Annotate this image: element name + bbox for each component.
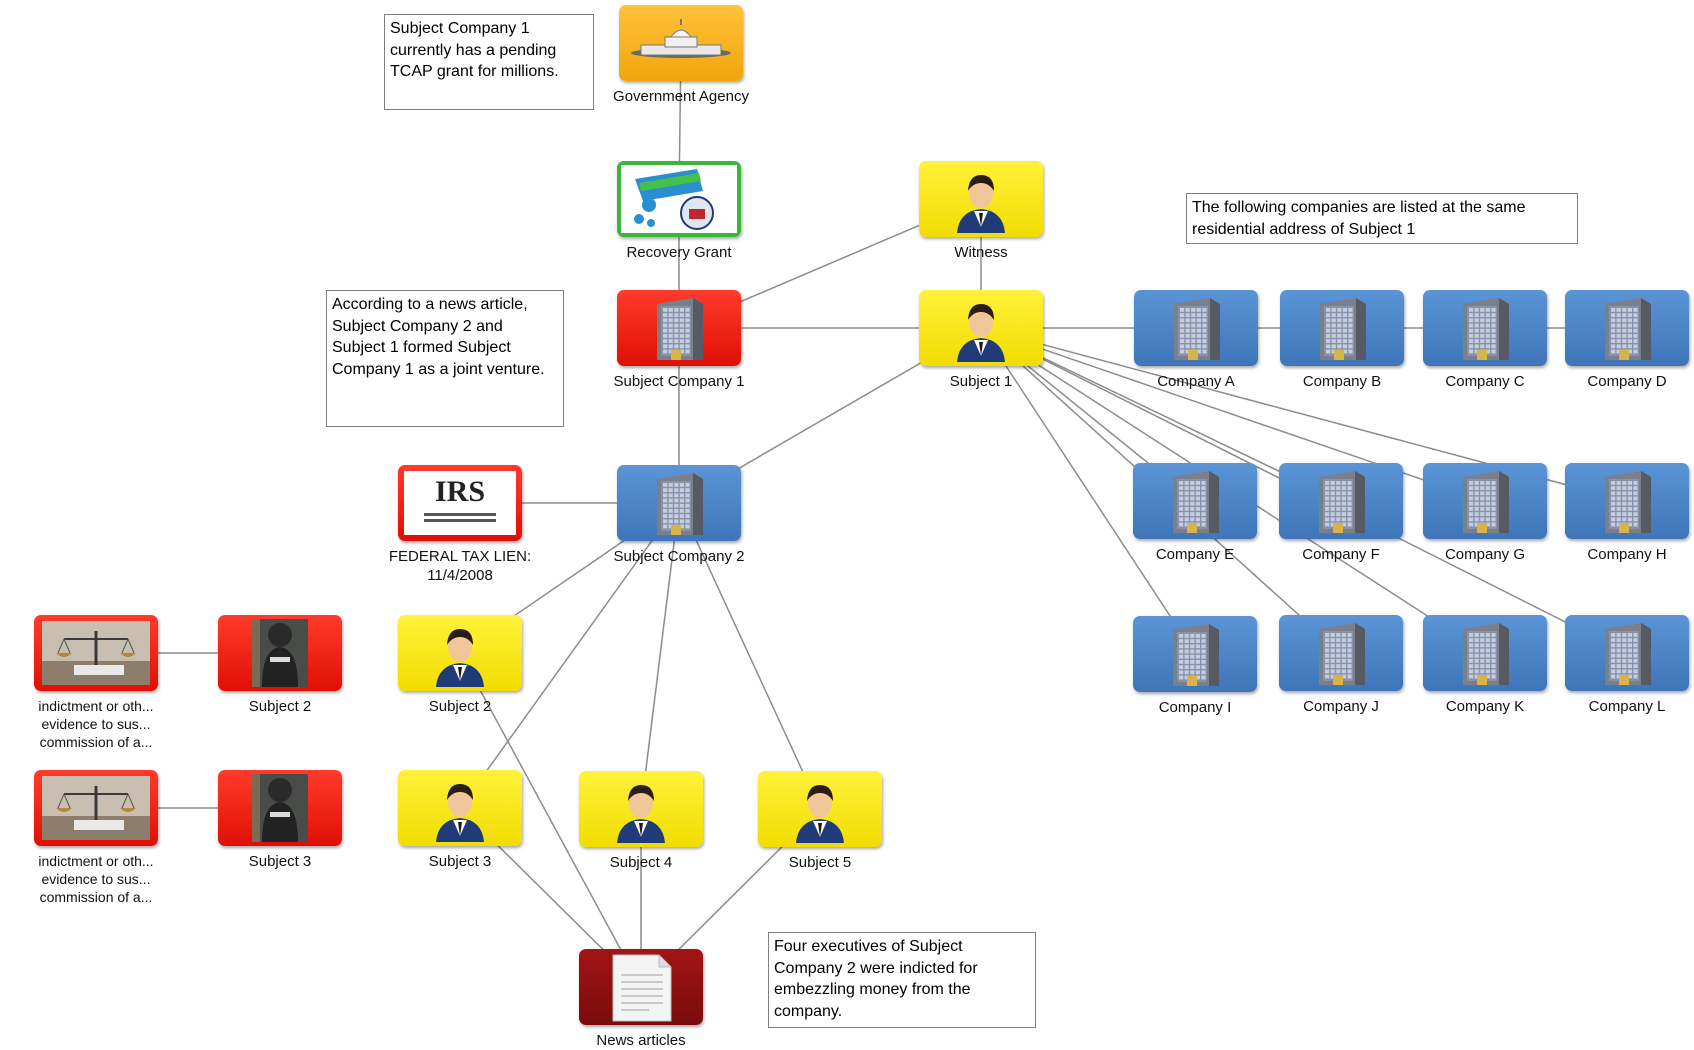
node-subject-2-officer[interactable]: Subject 2 [218, 615, 342, 716]
person-icon[interactable] [919, 290, 1043, 366]
node-company-c[interactable]: Company C [1423, 290, 1547, 391]
node-news-articles[interactable]: News articles [579, 949, 703, 1050]
node-label: Subject 3 [428, 853, 492, 870]
edge-subject_company_2-subject_4 [640, 502, 680, 810]
node-label: Company B [1302, 373, 1382, 390]
node-label: Company F [1302, 546, 1380, 563]
node-label: Company E [1155, 546, 1235, 563]
node-label: Company H [1587, 546, 1667, 563]
building-icon[interactable] [617, 290, 741, 366]
node-subject-5[interactable]: Subject 5 [758, 771, 882, 872]
node-label: Company D [1587, 373, 1667, 390]
node-label: Subject 4 [609, 854, 673, 871]
node-label: News articles [596, 1032, 686, 1049]
person-icon[interactable] [579, 771, 703, 847]
node-witness[interactable]: Witness [919, 161, 1043, 262]
node-subject-2[interactable]: Subject 2 [398, 615, 522, 716]
officer-icon[interactable] [218, 615, 342, 691]
node-label: Subject Company 1 [613, 373, 745, 390]
note-joint-venture: According to a news article, Subject Com… [326, 290, 564, 427]
node-label: Company J [1303, 698, 1379, 715]
scales-of-justice-icon[interactable] [34, 615, 158, 691]
person-icon[interactable] [398, 615, 522, 691]
node-recovery-grant[interactable]: Recovery Grant [617, 161, 741, 262]
node-federal-tax-lien[interactable]: IRS FEDERAL TAX LIEN: 11/4/2008 [389, 465, 531, 585]
node-label: Recovery Grant [626, 244, 732, 261]
building-icon[interactable] [1133, 616, 1257, 692]
note-shared-address: The following companies are listed at th… [1186, 193, 1578, 244]
node-government-agency[interactable]: Government Agency [613, 5, 749, 106]
node-label: FEDERAL TAX LIEN: 11/4/2008 [388, 548, 532, 584]
node-subject-3[interactable]: Subject 3 [398, 770, 522, 871]
building-icon[interactable] [1423, 615, 1547, 691]
node-subject-company-1[interactable]: Subject Company 1 [614, 290, 744, 391]
building-icon[interactable] [1280, 290, 1404, 366]
building-icon[interactable] [1279, 615, 1403, 691]
node-indictment-2[interactable]: indictment or oth... evidence to sus... … [34, 770, 158, 906]
node-label: Company C [1445, 373, 1525, 390]
node-company-k[interactable]: Company K [1423, 615, 1547, 716]
note-executives-indicted: Four executives of Subject Company 2 wer… [768, 932, 1036, 1028]
node-label: Company G [1444, 546, 1526, 563]
node-label: Government Agency [613, 88, 749, 105]
node-label: Witness [954, 244, 1008, 261]
building-icon[interactable] [1565, 615, 1689, 691]
building-icon[interactable] [1423, 463, 1547, 539]
node-company-e[interactable]: Company E [1133, 463, 1257, 564]
node-subject-4[interactable]: Subject 4 [579, 771, 703, 872]
person-icon[interactable] [919, 161, 1043, 237]
building-icon[interactable] [617, 465, 741, 541]
node-label: indictment or oth... evidence to sus... … [38, 853, 154, 905]
node-company-f[interactable]: Company F [1279, 463, 1403, 564]
node-label: Company L [1588, 698, 1666, 715]
note-tcap-grant: Subject Company 1 currently has a pendin… [384, 14, 594, 110]
edge-subject_2-news_articles [459, 652, 642, 988]
node-indictment-1[interactable]: indictment or oth... evidence to sus... … [34, 615, 158, 751]
irs-logo-icon[interactable]: IRS [398, 465, 522, 541]
node-label: Subject 2 [428, 698, 492, 715]
irs-logo-text: IRS [434, 475, 486, 508]
node-label: Subject 3 [248, 853, 312, 870]
node-company-b[interactable]: Company B [1280, 290, 1404, 391]
node-label: Company I [1158, 699, 1232, 716]
officer-icon[interactable] [218, 770, 342, 846]
scales-of-justice-icon[interactable] [34, 770, 158, 846]
node-label: Company K [1445, 698, 1525, 715]
node-subject-company-2[interactable]: Subject Company 2 [614, 465, 744, 566]
node-company-a[interactable]: Company A [1134, 290, 1258, 391]
recovery-grant-icon[interactable] [617, 161, 741, 237]
person-icon[interactable] [758, 771, 882, 847]
node-label: Subject Company 2 [613, 548, 745, 565]
capitol-icon[interactable] [619, 5, 743, 81]
edge-subject_company_2-subject_5 [678, 502, 821, 810]
node-label: indictment or oth... evidence to sus... … [38, 698, 154, 750]
document-icon[interactable] [579, 949, 703, 1025]
node-company-i[interactable]: Company I [1133, 616, 1257, 717]
node-company-l[interactable]: Company L [1565, 615, 1689, 716]
node-label: Subject 5 [788, 854, 852, 871]
node-label: Subject 1 [949, 373, 1013, 390]
node-company-j[interactable]: Company J [1279, 615, 1403, 716]
building-icon[interactable] [1133, 463, 1257, 539]
node-subject-1[interactable]: Subject 1 [919, 290, 1043, 391]
building-icon[interactable] [1565, 463, 1689, 539]
edge-subject_1-company_i [980, 327, 1196, 655]
node-subject-3-officer[interactable]: Subject 3 [218, 770, 342, 871]
building-icon[interactable] [1279, 463, 1403, 539]
building-icon[interactable] [1134, 290, 1258, 366]
building-icon[interactable] [1565, 290, 1689, 366]
edge-subject_company_2-subject_3 [459, 502, 680, 809]
person-icon[interactable] [398, 770, 522, 846]
node-label: Company A [1157, 373, 1235, 390]
node-label: Subject 2 [248, 698, 312, 715]
building-icon[interactable] [1423, 290, 1547, 366]
node-company-d[interactable]: Company D [1565, 290, 1689, 391]
node-company-h[interactable]: Company H [1565, 463, 1689, 564]
node-company-g[interactable]: Company G [1423, 463, 1547, 564]
